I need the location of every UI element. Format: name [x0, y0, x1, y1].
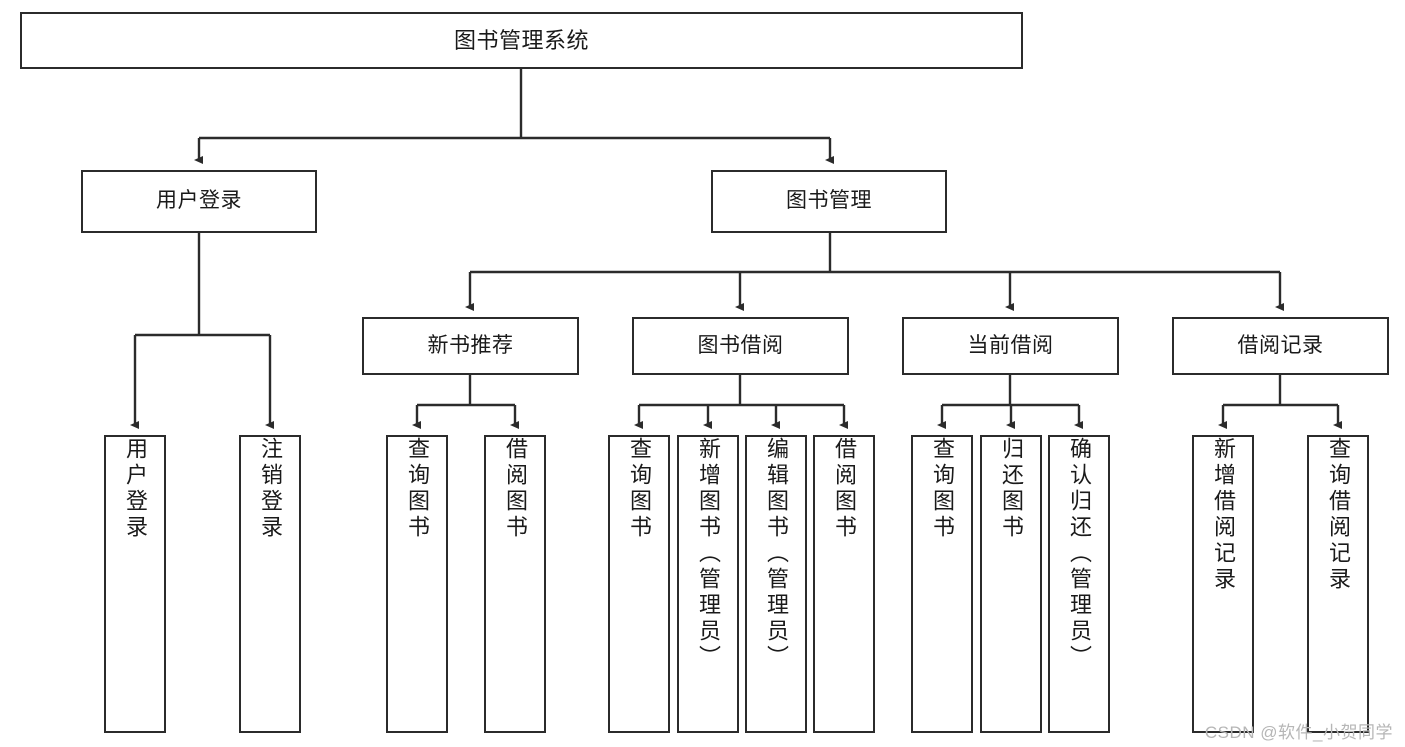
node-leaf-add-record-label: 新增借阅记录 — [1211, 437, 1236, 593]
node-leaf-query-book-1[interactable]: 查询图书 — [386, 435, 448, 733]
node-new-book-recommend-label: 新书推荐 — [427, 333, 514, 357]
node-leaf-query-book-2[interactable]: 查询图书 — [608, 435, 670, 733]
node-leaf-borrow-book-2-label: 借阅图书 — [832, 437, 857, 541]
node-current-borrow[interactable]: 当前借阅 — [902, 317, 1119, 375]
node-leaf-confirm-return[interactable]: 确认归还（管理员） — [1048, 435, 1110, 733]
node-leaf-return-book[interactable]: 归还图书 — [980, 435, 1042, 733]
node-leaf-query-book-3[interactable]: 查询图书 — [911, 435, 973, 733]
node-leaf-add-book-label: 新增图书（管理员） — [696, 437, 721, 671]
node-book-borrow[interactable]: 图书借阅 — [632, 317, 849, 375]
node-leaf-return-book-label: 归还图书 — [999, 437, 1024, 541]
node-root-label: 图书管理系统 — [453, 27, 589, 53]
node-leaf-confirm-return-label: 确认归还（管理员） — [1067, 437, 1092, 671]
node-leaf-borrow-book-2[interactable]: 借阅图书 — [813, 435, 875, 733]
node-leaf-user-logout[interactable]: 注销登录 — [239, 435, 301, 733]
node-leaf-query-record[interactable]: 查询借阅记录 — [1307, 435, 1369, 733]
node-leaf-edit-book[interactable]: 编辑图书（管理员） — [745, 435, 807, 733]
node-leaf-borrow-book-1[interactable]: 借阅图书 — [484, 435, 546, 733]
node-new-book-recommend[interactable]: 新书推荐 — [362, 317, 579, 375]
node-leaf-user-login[interactable]: 用户登录 — [104, 435, 166, 733]
node-leaf-user-login-label: 用户登录 — [123, 437, 148, 541]
node-root[interactable]: 图书管理系统 — [20, 12, 1023, 69]
node-borrow-record-label: 借阅记录 — [1237, 333, 1324, 357]
csdn-watermark: CSDN @软件_小贺同学 — [1204, 723, 1393, 742]
node-leaf-edit-book-label: 编辑图书（管理员） — [764, 437, 789, 671]
node-leaf-query-book-2-label: 查询图书 — [627, 437, 652, 541]
node-current-borrow-label: 当前借阅 — [967, 333, 1054, 357]
node-leaf-user-logout-label: 注销登录 — [258, 437, 283, 541]
node-leaf-add-book[interactable]: 新增图书（管理员） — [677, 435, 739, 733]
node-user-login-label: 用户登录 — [156, 189, 242, 213]
node-user-login[interactable]: 用户登录 — [81, 170, 317, 233]
node-leaf-add-record[interactable]: 新增借阅记录 — [1192, 435, 1254, 733]
node-book-borrow-label: 图书借阅 — [697, 333, 784, 357]
node-leaf-query-record-label: 查询借阅记录 — [1326, 437, 1351, 593]
node-book-manage-label: 图书管理 — [786, 189, 872, 213]
node-leaf-borrow-book-1-label: 借阅图书 — [503, 437, 528, 541]
node-borrow-record[interactable]: 借阅记录 — [1172, 317, 1389, 375]
node-leaf-query-book-3-label: 查询图书 — [930, 437, 955, 541]
node-leaf-query-book-1-label: 查询图书 — [405, 437, 430, 541]
node-book-manage[interactable]: 图书管理 — [711, 170, 947, 233]
